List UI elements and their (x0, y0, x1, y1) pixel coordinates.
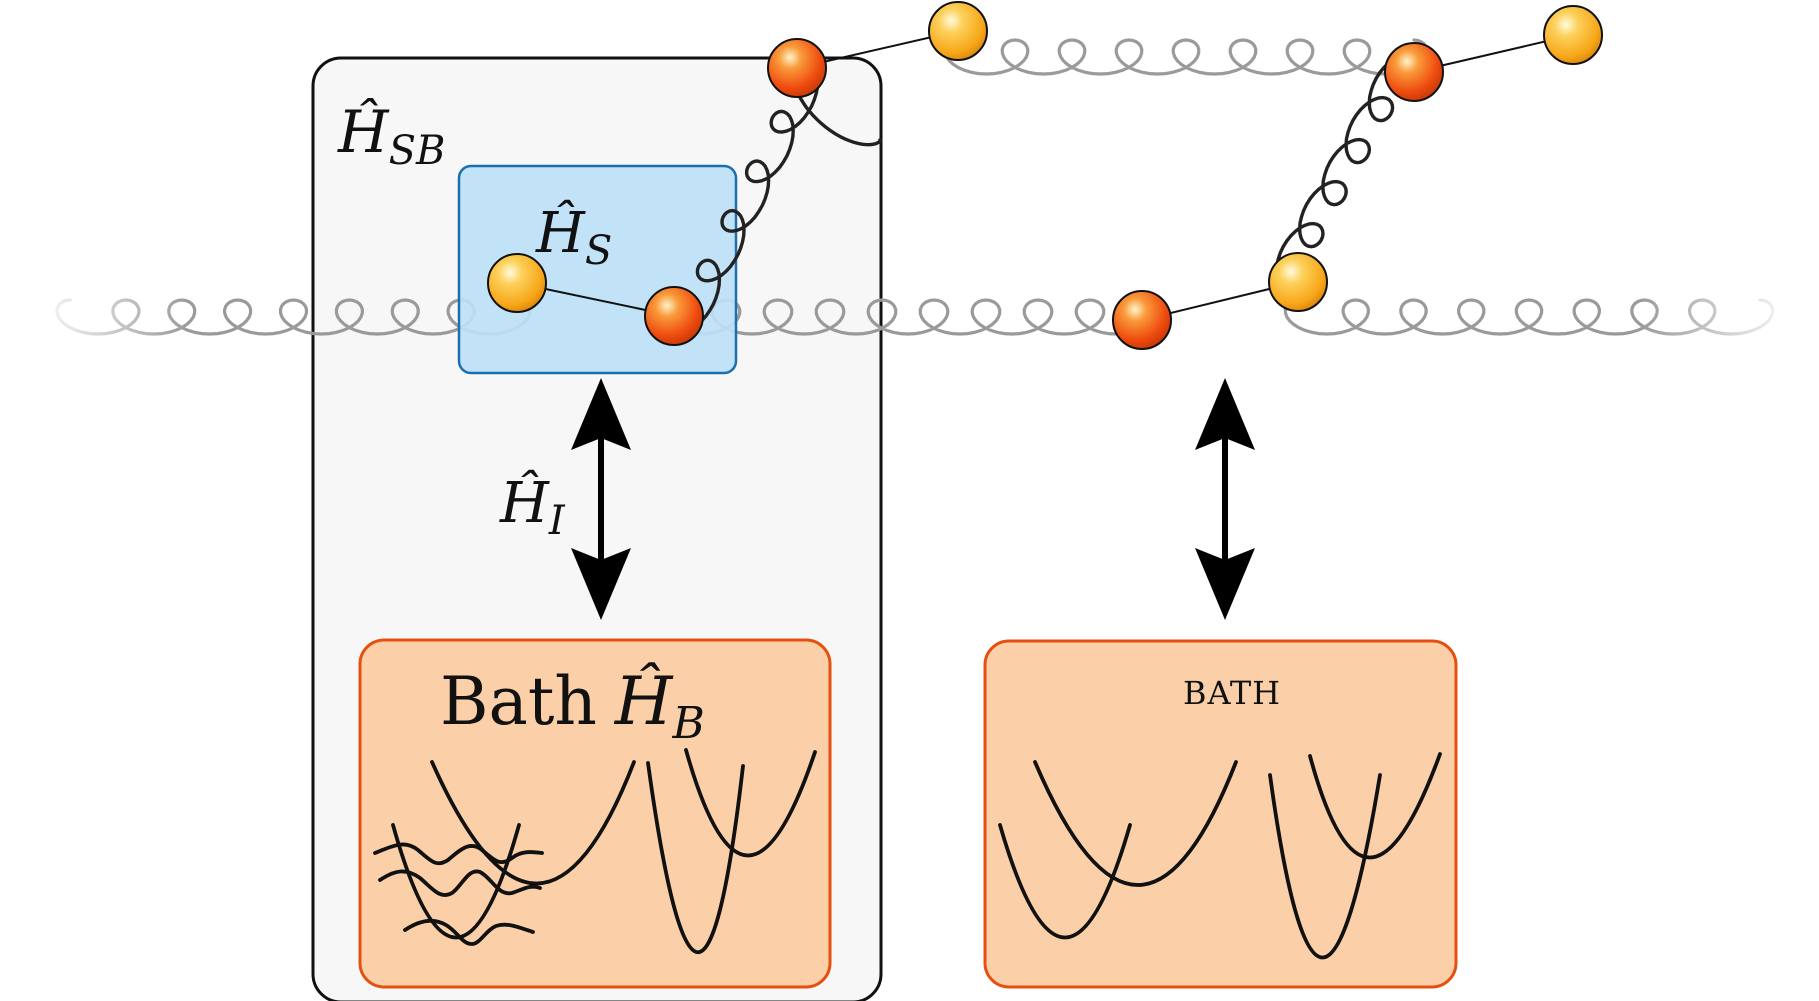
wavefunction (378, 869, 542, 897)
label-bath-right: BATH (1183, 674, 1281, 712)
coupling-arrow-left (571, 378, 631, 620)
coupling-arrow-right (1195, 378, 1255, 620)
potential-well (1268, 773, 1382, 960)
wavefunction (373, 842, 544, 866)
atom-yellow (487, 253, 547, 313)
spring-dark (1274, 53, 1418, 291)
potential-wells-left (373, 748, 817, 955)
bath-box-left (358, 638, 832, 989)
spring-gray (658, 298, 1158, 336)
potential-well (998, 823, 1132, 940)
potential-well (391, 823, 521, 940)
atom-red (767, 38, 827, 98)
label-h-i: ĤI (499, 469, 566, 544)
potential-well (1308, 752, 1442, 860)
potential-well (430, 760, 636, 886)
potential-well (646, 761, 745, 955)
atom-red (1112, 290, 1172, 350)
atom-yellow (928, 1, 988, 61)
potential-wells-right (998, 752, 1442, 960)
label-h-sb: ĤSB (337, 98, 445, 174)
atom-yellow (1268, 252, 1328, 312)
atoms (487, 1, 1603, 350)
potential-well (684, 748, 817, 858)
label-h-s: ĤS (535, 199, 612, 274)
wavefunction (403, 918, 535, 946)
spring-dark (671, 60, 820, 333)
potential-well (1033, 760, 1238, 887)
atom-red (1384, 42, 1444, 102)
fade-left (30, 250, 190, 350)
atom-red (644, 286, 704, 346)
spring-gray (943, 38, 1429, 76)
atom-yellow (1543, 5, 1603, 65)
fade-right (1640, 250, 1800, 350)
